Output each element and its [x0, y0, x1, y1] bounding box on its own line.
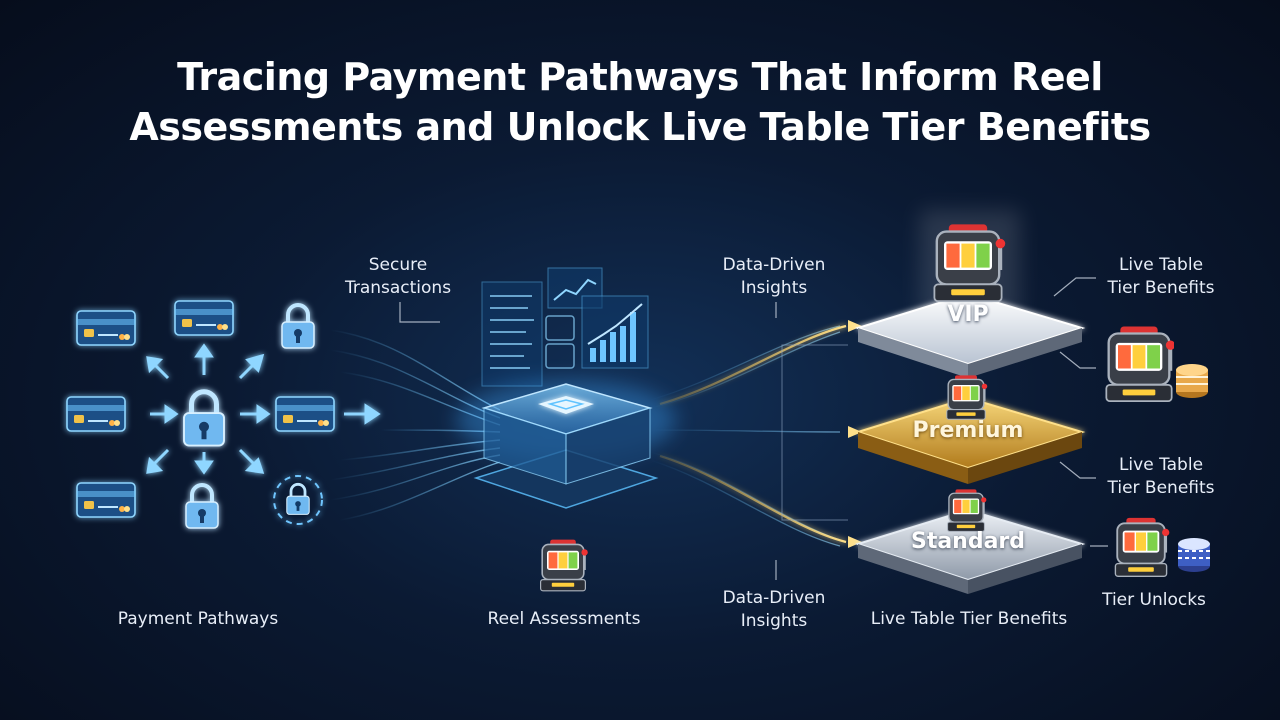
title-line-1: Tracing Payment Pathways That Inform Ree… [177, 55, 1103, 99]
shield-lock-icon [273, 475, 323, 525]
insights-label-bottom: Data-Driven Insights [722, 588, 826, 631]
tier-benefits-label-mid: Live Table Tier Benefits [1107, 455, 1215, 498]
gold-chips-icon [1175, 363, 1209, 399]
tier-benefits-label-bottom: Live Table Tier Benefits [870, 609, 1068, 629]
title-line-2: Assessments and Unlock Live Table Tier B… [129, 105, 1151, 149]
card-icon-3 [66, 396, 126, 432]
payment-cluster [66, 300, 381, 530]
blue-chips-icon [1177, 537, 1211, 573]
card-icon-1 [76, 310, 136, 346]
vip-platform [854, 292, 1086, 378]
dashboard-panels [481, 267, 649, 387]
processing-cube [456, 380, 676, 509]
vip-slot-icon [932, 222, 1006, 304]
tier-unlocks-label: Tier Unlocks [1102, 590, 1206, 610]
reward-slot-icon [1104, 324, 1174, 403]
central-lock-icon [184, 392, 224, 446]
standard-platform [854, 508, 1086, 594]
standard-slot-icon [946, 488, 988, 533]
lock-icon-2 [184, 483, 220, 530]
unlock-slot-icon [1113, 516, 1171, 578]
secure-transactions-label: Secure Transactions [344, 255, 452, 298]
tier-premium-label: Premium [912, 418, 1024, 443]
premium-platform [854, 396, 1086, 484]
premium-slot-icon [945, 374, 988, 421]
reel-assessments-label: Reel Assessments [487, 609, 641, 629]
card-icon-4 [275, 396, 335, 432]
output-streams [649, 320, 862, 548]
card-icon-5 [76, 482, 136, 518]
tier-vip-label: VIP [947, 302, 989, 327]
lock-icon-1 [280, 303, 316, 350]
card-icon-2 [174, 300, 234, 336]
tier-benefits-label-top: Live Table Tier Benefits [1107, 255, 1215, 298]
payment-pathways-label: Payment Pathways [117, 609, 279, 629]
tier-standard-label: Standard [910, 529, 1026, 554]
insights-label-top: Data-Driven Insights [722, 255, 826, 298]
pathway-arrows [146, 343, 381, 475]
leader-lines [399, 277, 1108, 580]
reel-slot-icon [539, 538, 590, 593]
page-title: Tracing Payment Pathways That Inform Ree… [0, 52, 1280, 152]
